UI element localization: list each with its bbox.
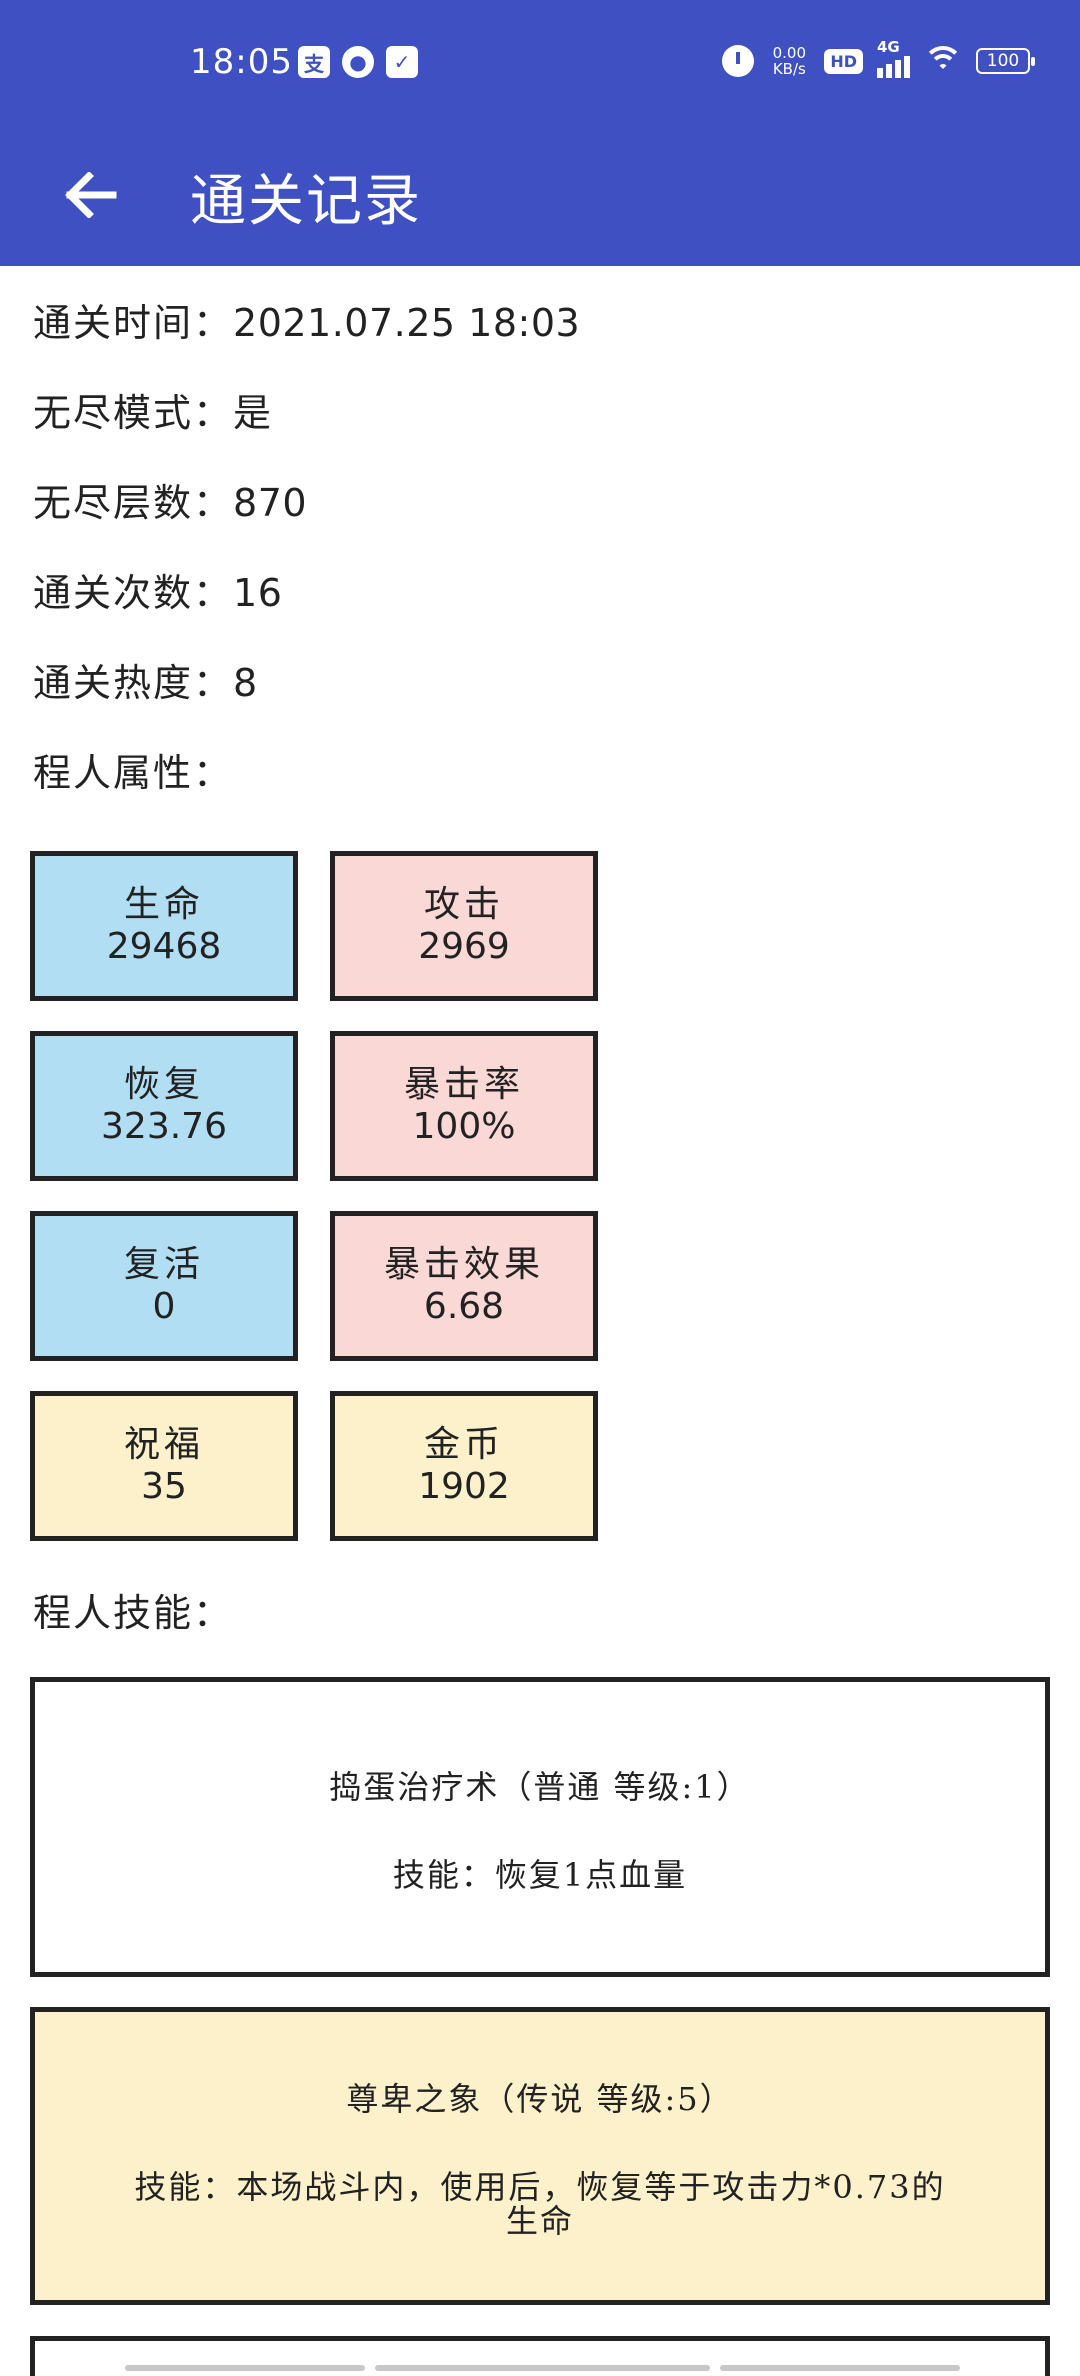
net-speed-value: 0.00: [772, 44, 807, 62]
net-speed: 0.00 KB/s: [768, 45, 810, 77]
clear-time-value: 2021.07.25 18:03: [233, 301, 581, 345]
stat-value: 35: [141, 1466, 187, 1507]
stat-gold: 金币 1902: [330, 1391, 598, 1541]
clear-count-value: 16: [233, 571, 283, 615]
skill-card-partial[interactable]: [30, 2336, 1050, 2376]
battery-icon: 100: [976, 48, 1035, 74]
stat-label: 复活: [123, 1244, 204, 1285]
skill-name: 捣蛋治疗术（普通 等级:1）: [329, 1768, 751, 1806]
clear-count-row: 通关次数：16: [33, 562, 282, 617]
skill-description: 技能：恢复1点血量: [392, 1856, 688, 1894]
endless-mode-value: 是: [233, 391, 274, 435]
stat-crit-effect: 暴击效果 6.68: [330, 1211, 598, 1361]
network-type-label: 4G: [877, 38, 900, 56]
placeholder-bar: [720, 2365, 960, 2371]
stat-label: 暴击效果: [383, 1244, 544, 1285]
skill-card[interactable]: 捣蛋治疗术（普通 等级:1） 技能：恢复1点血量: [30, 1677, 1050, 1977]
status-time: 18:05: [190, 42, 293, 82]
stat-label: 祝福: [123, 1424, 204, 1465]
net-speed-unit: KB/s: [772, 60, 806, 78]
attributes-heading: 程人属性：: [33, 751, 234, 795]
skills-heading: 程人技能：: [33, 1591, 234, 1635]
top-bar: 18:05 支 ● ✓ 0.00 KB/s HD 4G: [0, 0, 1080, 266]
stat-value: 29468: [106, 926, 222, 967]
wifi-icon: [924, 46, 962, 76]
arrow-left-icon: [65, 172, 117, 218]
stat-label: 暴击率: [403, 1064, 524, 1105]
skill-card[interactable]: 尊卑之象（传说 等级:5） 技能：本场战斗内，使用后，恢复等于攻击力*0.73的…: [30, 2007, 1050, 2305]
clear-heat-label: 通关热度：: [33, 661, 234, 705]
clear-time-label: 通关时间：: [33, 301, 234, 345]
stat-label: 生命: [123, 884, 204, 925]
stat-label: 金币: [423, 1424, 504, 1465]
stat-value: 0: [152, 1286, 176, 1327]
endless-mode-row: 无尽模式：是: [33, 382, 273, 437]
stat-value: 323.76: [101, 1106, 227, 1147]
skill-description: 技能：本场战斗内，使用后，恢复等于攻击力*0.73的生命: [134, 2168, 946, 2240]
endless-layers-row: 无尽层数：870: [33, 472, 307, 527]
wechat-icon: ●: [342, 46, 374, 78]
status-bar: 18:05 支 ● ✓ 0.00 KB/s HD 4G: [0, 0, 1080, 128]
notification-icons: 支 ● ✓: [298, 46, 418, 78]
stat-blessing: 祝福 35: [30, 1391, 298, 1541]
battery-level: 100: [986, 51, 1020, 71]
hd-icon: HD: [824, 48, 863, 74]
back-button[interactable]: [56, 160, 126, 230]
clear-time-row: 通关时间：2021.07.25 18:03: [33, 292, 580, 347]
stat-crit-rate: 暴击率 100%: [330, 1031, 598, 1181]
skill-name: 尊卑之象（传说 等级:5）: [346, 2080, 734, 2118]
placeholder-bar: [375, 2365, 710, 2371]
clear-count-label: 通关次数：: [33, 571, 234, 615]
alarm-icon: [722, 45, 755, 77]
signal-icon: 4G: [877, 38, 910, 78]
stat-value: 2969: [418, 926, 510, 967]
clear-heat-value: 8: [233, 661, 258, 705]
endless-layers-value: 870: [233, 481, 308, 525]
endless-mode-label: 无尽模式：: [33, 391, 234, 435]
stat-revive: 复活 0: [30, 1211, 298, 1361]
stat-label: 恢复: [123, 1064, 204, 1105]
stat-recovery: 恢复 323.76: [30, 1031, 298, 1181]
alipay-icon: 支: [298, 46, 330, 78]
page-title: 通关记录: [190, 169, 422, 234]
system-icons: 0.00 KB/s HD 4G 100: [722, 38, 1035, 78]
stat-value: 1902: [418, 1466, 510, 1507]
stat-hp: 生命 29468: [30, 851, 298, 1001]
stat-attack: 攻击 2969: [330, 851, 598, 1001]
stat-value: 100%: [412, 1106, 516, 1147]
clear-heat-row: 通关热度：8: [33, 652, 258, 707]
stat-value: 6.68: [423, 1286, 505, 1327]
app-bar: 通关记录: [0, 128, 1080, 266]
task-icon: ✓: [386, 46, 418, 78]
endless-layers-label: 无尽层数：: [33, 481, 234, 525]
placeholder-bar: [125, 2365, 365, 2371]
stat-label: 攻击: [423, 884, 504, 925]
